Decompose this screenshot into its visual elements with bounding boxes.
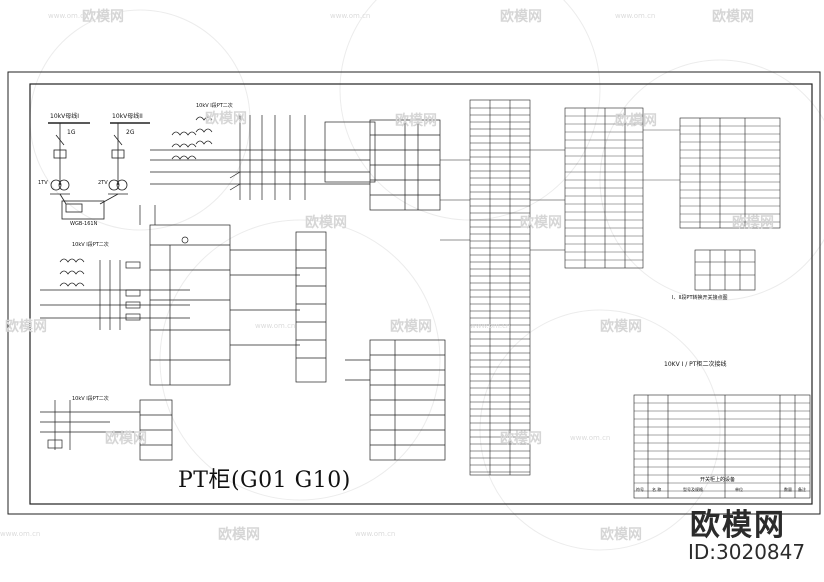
watermark-brand: 欧模网 (712, 9, 754, 25)
watermark-url: www.om.cn (330, 12, 371, 20)
watermark-brand: 欧模网 (105, 431, 147, 447)
pt-secondary-c (40, 399, 173, 461)
table-header-name: 名 称 (652, 487, 662, 492)
pt-secondary-b (40, 205, 327, 386)
watermark-brand: 欧模网 (500, 9, 542, 25)
watermark-brand: 欧模网 (520, 215, 562, 231)
watermark-brand: 欧模网 (390, 319, 432, 335)
switch-note: I、II段PT转换开关接点图 (672, 295, 728, 301)
watermark-brand: 欧模网 (500, 431, 542, 447)
table-header-qty: 数量 (784, 487, 792, 492)
watermark-brand: 欧模网 (5, 319, 47, 335)
bus-label-1: 10kV母线I (50, 113, 79, 120)
table-header-note: 备注 (798, 487, 806, 492)
relay-block (345, 339, 446, 461)
drawing-frame (7, 71, 821, 515)
watermark-url: www.om.cn (255, 322, 296, 330)
bus-label-2: 10kV母线II (112, 113, 143, 120)
table-header-unit: 单位 (735, 487, 743, 492)
drawing-inner-frame (29, 83, 813, 505)
watermark-brand: 欧模网 (600, 319, 642, 335)
watermark-url: www.om.cn (615, 12, 656, 20)
watermark-brand: 欧模网 (732, 215, 774, 231)
watermark-brand: 欧模网 (82, 9, 124, 25)
isolator-label-2: 2G (126, 129, 135, 136)
table-title: 10KV I / PT柜二次接线 (664, 361, 727, 368)
watermark-brand: 欧模网 (305, 215, 347, 231)
table-header-model: 型号及规格 (683, 487, 703, 492)
brand-name: 欧模网 (690, 508, 786, 543)
terminal-strip (440, 99, 565, 476)
watermark-url: www.om.cn (48, 12, 89, 20)
watermark-url: www.om.cn (0, 530, 41, 538)
isolator-label-1: 1G (67, 129, 76, 136)
wiring-tables-right (564, 107, 781, 291)
drawing-title: PT柜(G01 G10) (178, 468, 351, 493)
primary-section (48, 122, 150, 220)
watermark-url: www.om.cn (470, 322, 511, 330)
watermark-url: www.om.cn (570, 434, 611, 442)
watermark-brand: 欧模网 (615, 113, 657, 129)
pt-label-2: 2TV (98, 180, 108, 186)
watermark-brand: 欧模网 (600, 527, 642, 543)
section-title-b: 10kV I段PT二次 (72, 242, 109, 248)
pt-secondary-a (150, 115, 441, 211)
watermark-brand: 欧模网 (395, 113, 437, 129)
section-title-c: 10kV I段PT二次 (72, 396, 109, 402)
watermark-url: www.om.cn (355, 530, 396, 538)
table-caption: 开关柜上的设备 (700, 477, 736, 483)
section-title-a: 10kV I段PT二次 (196, 103, 233, 109)
watermark-brand: 欧模网 (205, 111, 247, 127)
table-header-symbol: 符号 (636, 487, 644, 492)
pt-label-1: 1TV (38, 180, 48, 186)
brand-id: ID:3020847 (688, 540, 806, 564)
device-label: WGB-161N (70, 221, 98, 227)
watermark-brand: 欧模网 (218, 527, 260, 543)
equipment-table (633, 394, 811, 499)
